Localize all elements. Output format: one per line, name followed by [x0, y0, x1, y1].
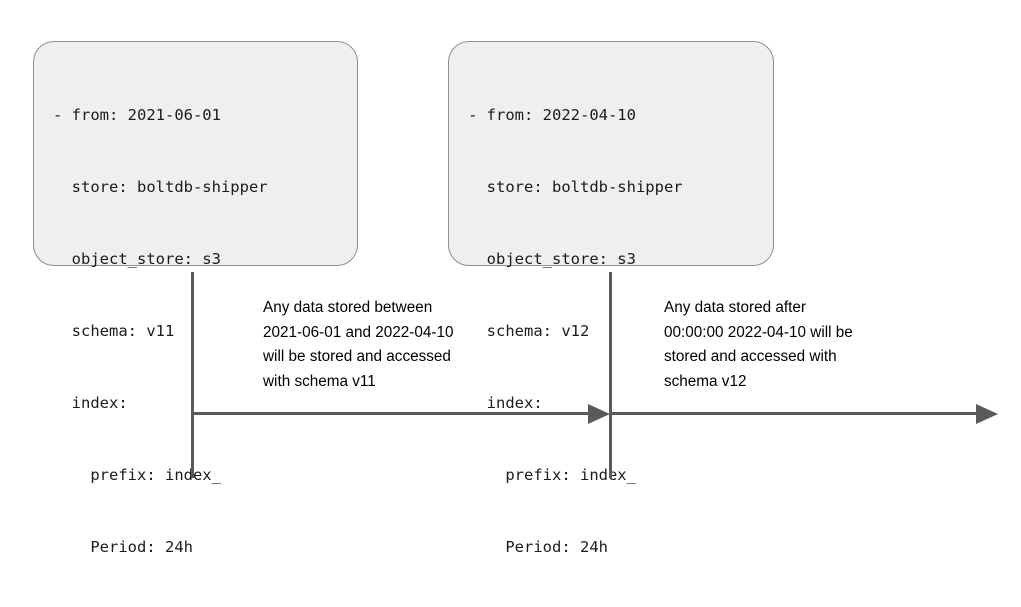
- annotation-line: with schema v11: [263, 372, 376, 390]
- annotation-v12: Any data stored after 00:00:00 2022-04-1…: [664, 296, 939, 394]
- annotation-v11: Any data stored between 2021-06-01 and 2…: [263, 296, 543, 394]
- config-line: index:: [468, 394, 543, 412]
- arrow-right-icon: [588, 404, 610, 424]
- timeline-segment-v12: [610, 412, 978, 415]
- annotation-line: schema v12: [664, 372, 747, 390]
- config-box-v11-lines: - from: 2021-06-01 store: boltdb-shipper…: [53, 55, 268, 607]
- annotation-line: 2021-06-01 and 2022-04-10: [263, 323, 454, 341]
- config-line: schema: v12: [468, 322, 590, 340]
- annotation-line: will be stored and accessed: [263, 348, 451, 365]
- config-line: schema: v11: [53, 322, 175, 340]
- config-line: store: boltdb-shipper: [468, 178, 683, 196]
- config-line: object_store: s3: [468, 250, 636, 268]
- timeline-marker-line-2022-04-10: [609, 272, 612, 478]
- config-line: prefix: index_: [53, 466, 221, 484]
- config-line: index:: [53, 394, 128, 412]
- config-line: Period: 24h: [53, 538, 193, 556]
- config-line: - from: 2021-06-01: [53, 106, 221, 124]
- config-line: object_store: s3: [53, 250, 221, 268]
- config-line: prefix: index_: [468, 466, 636, 484]
- config-line: Period: 24h: [468, 538, 608, 556]
- config-line: - from: 2022-04-10: [468, 106, 636, 124]
- config-box-v12: - from: 2022-04-10 store: boltdb-shipper…: [448, 41, 774, 556]
- annotation-line: Any data stored between: [263, 299, 433, 316]
- annotation-line: 00:00:00 2022-04-10 will be: [664, 323, 853, 341]
- timeline-marker-line-2021-06-01: [191, 272, 194, 478]
- config-box-v11: - from: 2021-06-01 store: boltdb-shipper…: [33, 41, 358, 556]
- arrow-right-icon: [976, 404, 998, 424]
- timeline-segment-v11: [192, 412, 588, 415]
- config-line: store: boltdb-shipper: [53, 178, 268, 196]
- annotation-line: stored and accessed with: [664, 348, 837, 365]
- annotation-line: Any data stored after: [664, 299, 807, 316]
- schema-timeline-diagram: - from: 2021-06-01 store: boltdb-shipper…: [33, 41, 998, 556]
